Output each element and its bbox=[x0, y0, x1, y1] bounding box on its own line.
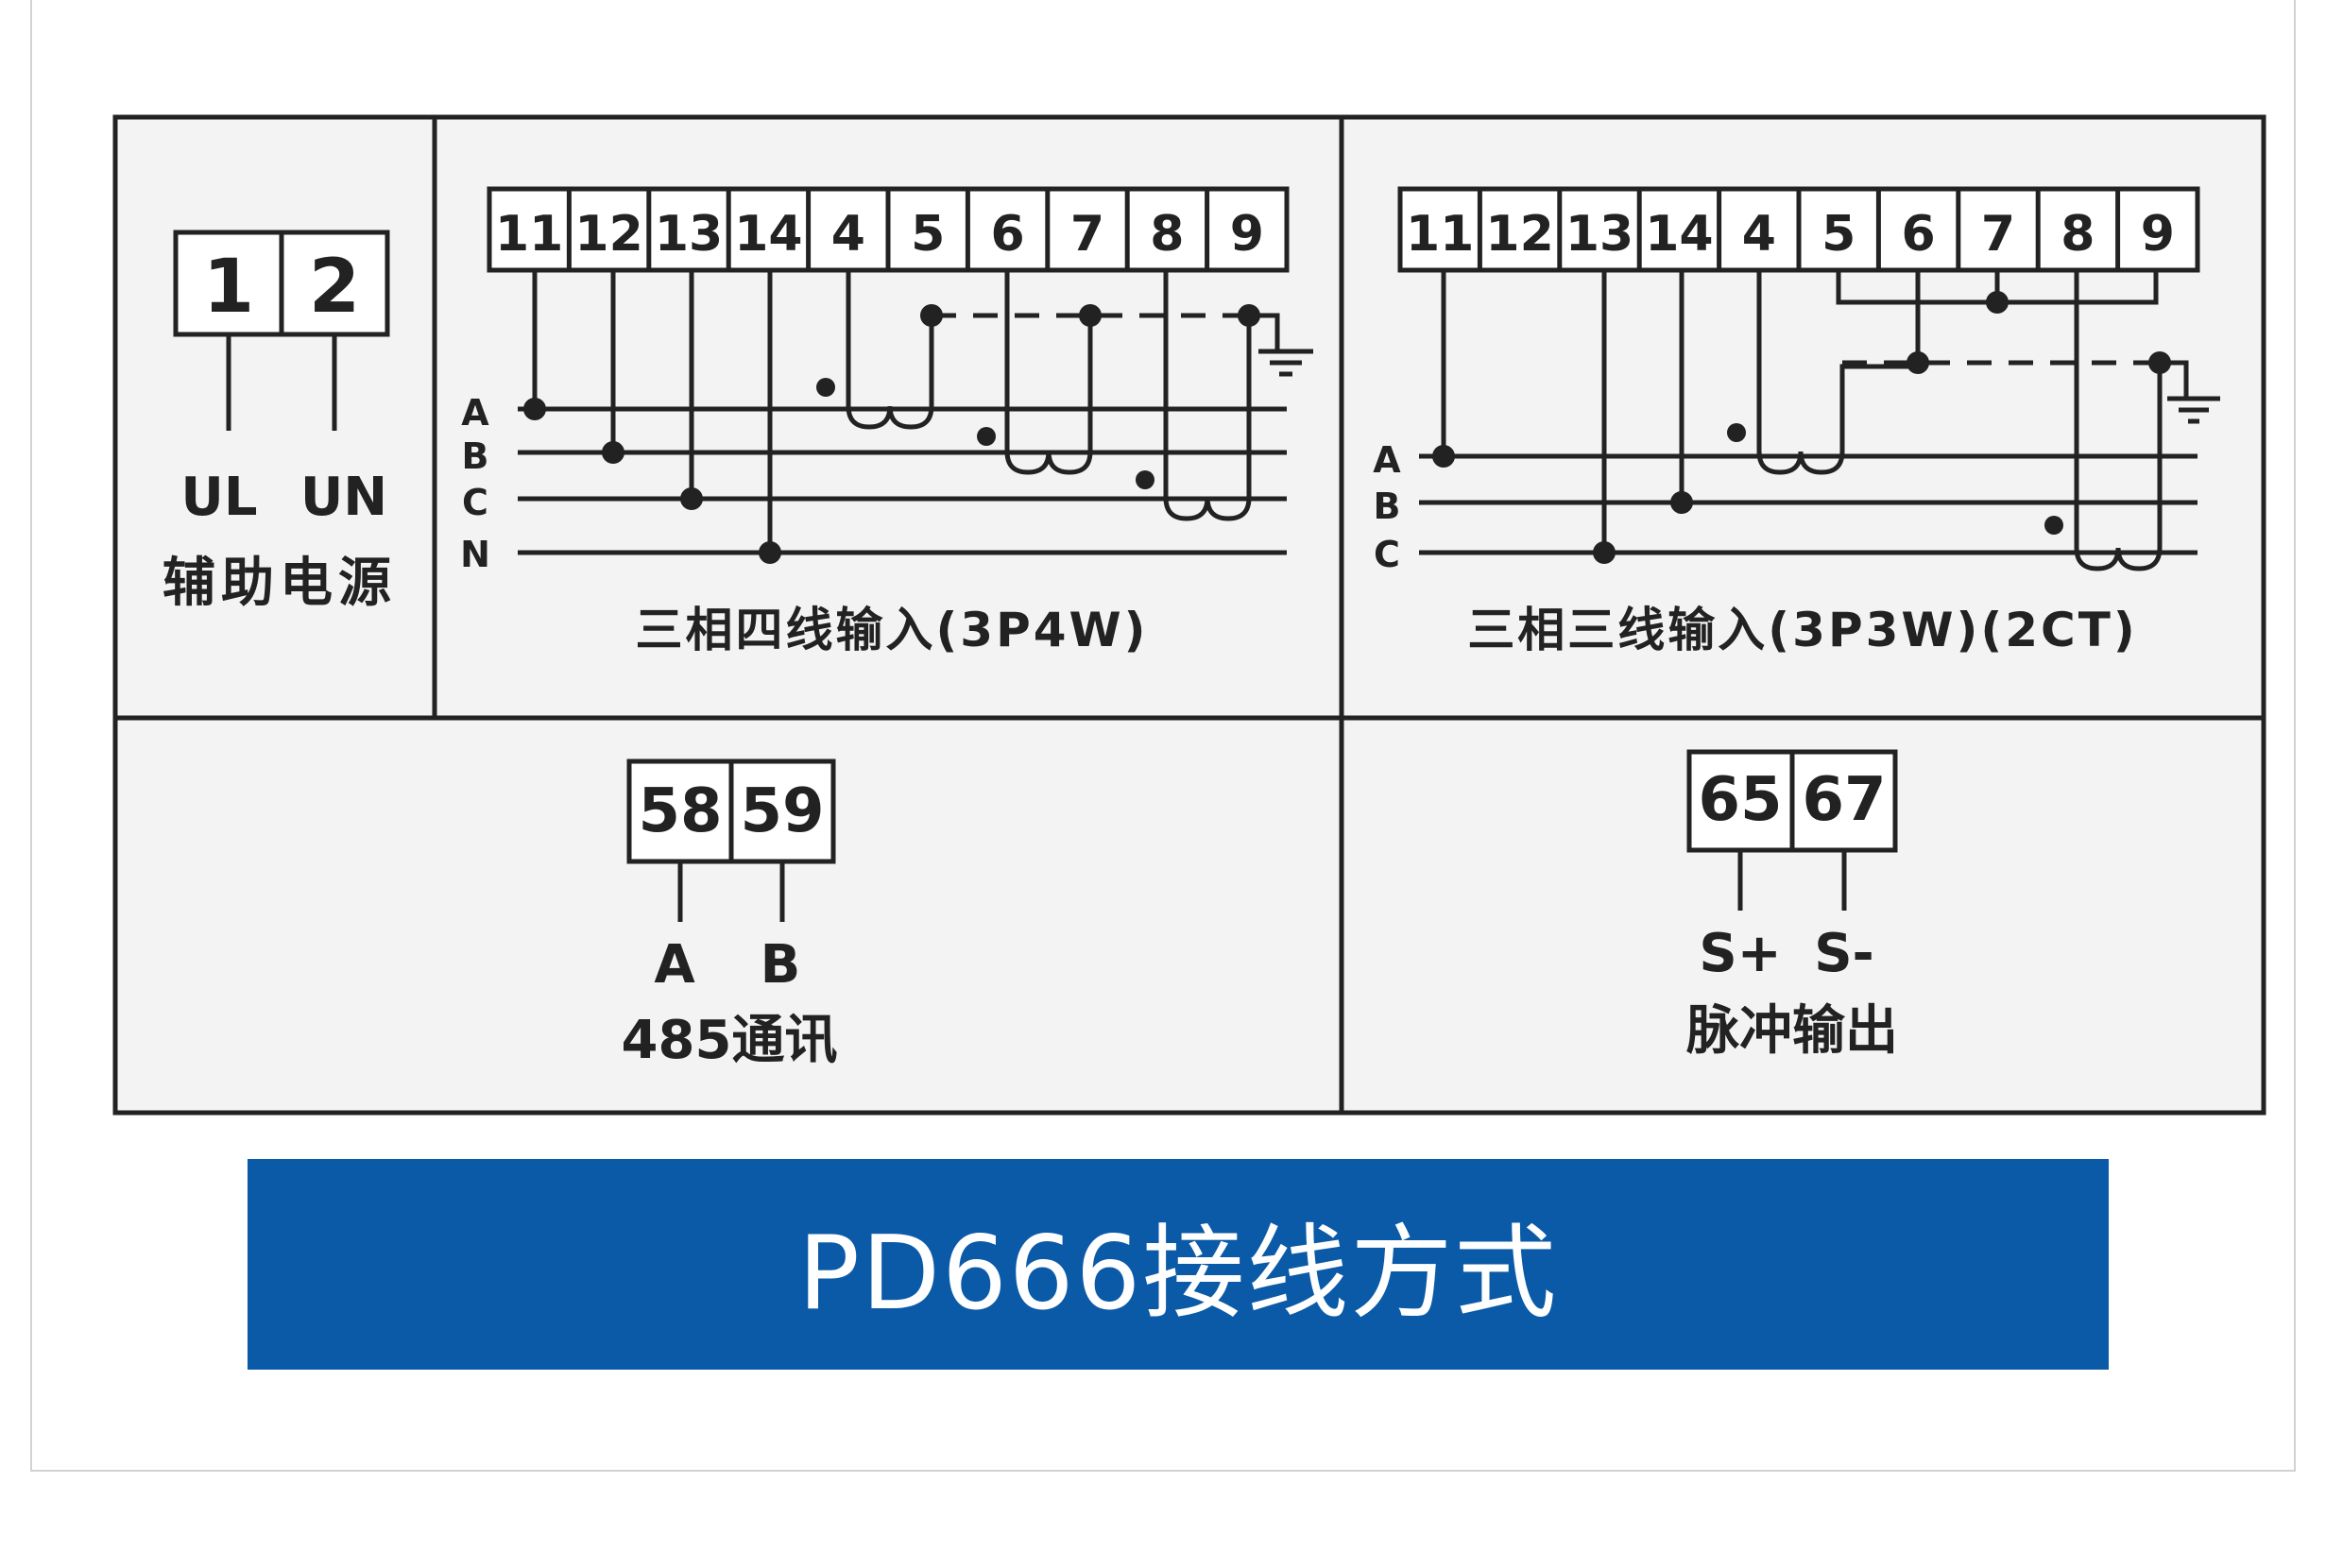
4w-terminal-12: 12 bbox=[574, 206, 642, 263]
3w-phase-a: A bbox=[1373, 439, 1401, 481]
3w-ground-icon bbox=[2167, 396, 2220, 424]
banner-title: PD666接线方式 bbox=[797, 1214, 1559, 1333]
rs485-caption: 485通讯 bbox=[622, 1010, 838, 1071]
4w-terminal-4: 4 bbox=[831, 206, 865, 263]
pulse-label-s-plus: S+ bbox=[1699, 923, 1781, 984]
rs485-terminal-59: 59 bbox=[740, 776, 824, 846]
4w-caption: 三相四线输入(3P4W) bbox=[635, 603, 1148, 657]
4w-terminal-11: 11 bbox=[495, 206, 563, 263]
aux-terminal-2: 2 bbox=[309, 245, 360, 330]
pulse-terminal-67: 67 bbox=[1802, 765, 1886, 835]
aux-label-un: UN bbox=[300, 467, 387, 528]
4w-phase-n: N bbox=[460, 534, 490, 575]
pulse-label-s-minus: S- bbox=[1814, 923, 1874, 984]
aux-terminal-1: 1 bbox=[203, 245, 254, 330]
4w-phase-a: A bbox=[461, 392, 489, 434]
3w-terminal-4: 4 bbox=[1742, 206, 1776, 263]
rs485-block: 58 59 A B 485通讯 bbox=[622, 758, 838, 1071]
aux-power-block: 1 2 UL UN 辅助电源 bbox=[162, 230, 397, 614]
4w-terminal-7: 7 bbox=[1070, 206, 1104, 263]
4w-terminal-9: 9 bbox=[1230, 206, 1264, 263]
3w-phase-b: B bbox=[1374, 486, 1401, 527]
3w-terminal-5: 5 bbox=[1821, 206, 1856, 263]
pulse-output-block: 65 67 S+ S- 脉冲输出 bbox=[1686, 749, 1898, 1062]
aux-label-ul: UL bbox=[180, 467, 257, 528]
title-banner: PD666接线方式 bbox=[248, 1159, 2109, 1370]
4w-terminal-13: 13 bbox=[655, 206, 723, 263]
aux-caption: 辅助电源 bbox=[162, 553, 397, 614]
3w-terminal-14: 14 bbox=[1645, 206, 1713, 263]
4w-phase-c: C bbox=[462, 482, 488, 523]
3w-terminal-11: 11 bbox=[1406, 206, 1474, 263]
3w-terminal-8: 8 bbox=[2061, 206, 2095, 263]
3w-terminal-6: 6 bbox=[1902, 206, 1936, 263]
4w-ground-icon bbox=[1258, 349, 1313, 377]
3w-terminal-12: 12 bbox=[1485, 206, 1553, 263]
4w-terminal-14: 14 bbox=[734, 206, 802, 263]
rs485-terminal-58: 58 bbox=[638, 776, 722, 846]
4w-terminal-6: 6 bbox=[991, 206, 1025, 263]
diagram-panel bbox=[112, 114, 2266, 1116]
pulse-caption: 脉冲输出 bbox=[1686, 1000, 1898, 1062]
4w-terminal-5: 5 bbox=[911, 206, 945, 263]
4w-terminal-8: 8 bbox=[1150, 206, 1184, 263]
rs485-label-a: A bbox=[654, 934, 695, 996]
3w-phase-c: C bbox=[1374, 534, 1400, 575]
4w-phase-b: B bbox=[462, 435, 489, 477]
3w-caption: 三相三线输入(3P3W)(2CT) bbox=[1467, 603, 2137, 657]
pulse-terminal-65: 65 bbox=[1698, 765, 1782, 835]
3w-terminal-7: 7 bbox=[1981, 206, 2015, 263]
3w-terminal-9: 9 bbox=[2141, 206, 2175, 263]
rs485-label-b: B bbox=[761, 934, 801, 996]
3w-terminal-13: 13 bbox=[1565, 206, 1633, 263]
